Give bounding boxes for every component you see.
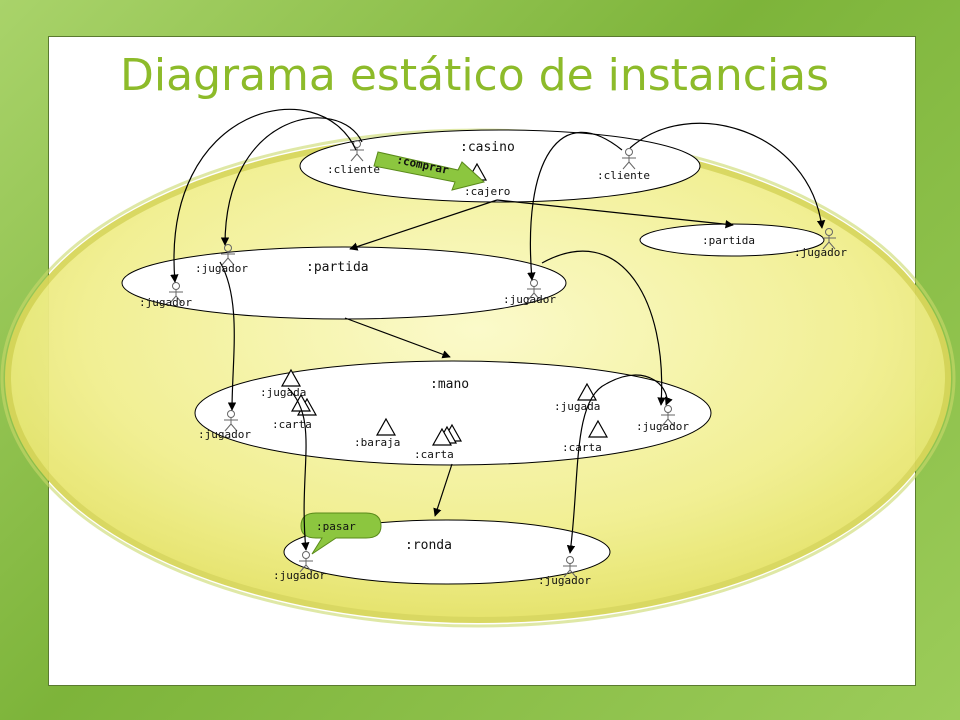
jugada-right-label: :jugada	[554, 400, 600, 413]
casino-instance: :casino :cliente :cajero :cliente	[299, 129, 701, 203]
cajero-label: :cajero	[464, 185, 510, 198]
cliente-left-label: :cliente	[327, 163, 380, 176]
connector-lines	[170, 108, 826, 554]
jugador-partida-top-label: :jugador	[195, 262, 248, 275]
cliente-right-label: :cliente	[597, 169, 650, 182]
mano-label: :mano	[430, 377, 469, 392]
carta-right-label: :carta	[562, 441, 602, 454]
jugador-mano-left-label: :jugador	[198, 428, 251, 441]
pasar-label: :pasar	[316, 520, 356, 533]
pasar-message-bubble: :pasar	[300, 512, 382, 555]
jugador-partida-left-label: :jugador	[139, 296, 192, 309]
jugador-mano-right-label: :jugador	[636, 420, 689, 433]
baraja-label: :baraja	[354, 436, 400, 449]
ronda-label: :ronda	[405, 538, 452, 553]
partida-main-label: :partida	[306, 260, 369, 275]
jugador-partida-right-label: :jugador	[503, 293, 556, 306]
partida-small-label: :partida	[702, 234, 755, 247]
mano-instance: :mano :jugada :carta :jugador :baraja :c…	[194, 360, 712, 466]
partida-main-instance: :partida :jugador :jugador :jugador	[121, 244, 567, 320]
carta-left-label: :carta	[272, 418, 312, 431]
casino-label: :casino	[460, 140, 515, 155]
jugador-outside-label: :jugador	[794, 246, 847, 259]
jugador-ronda-left-label: :jugador	[273, 569, 326, 582]
jugador-ronda-right-label: :jugador	[538, 574, 591, 587]
page-title: Diagrama estático de instancias	[120, 50, 830, 101]
carta-center-label: :carta	[414, 448, 454, 461]
